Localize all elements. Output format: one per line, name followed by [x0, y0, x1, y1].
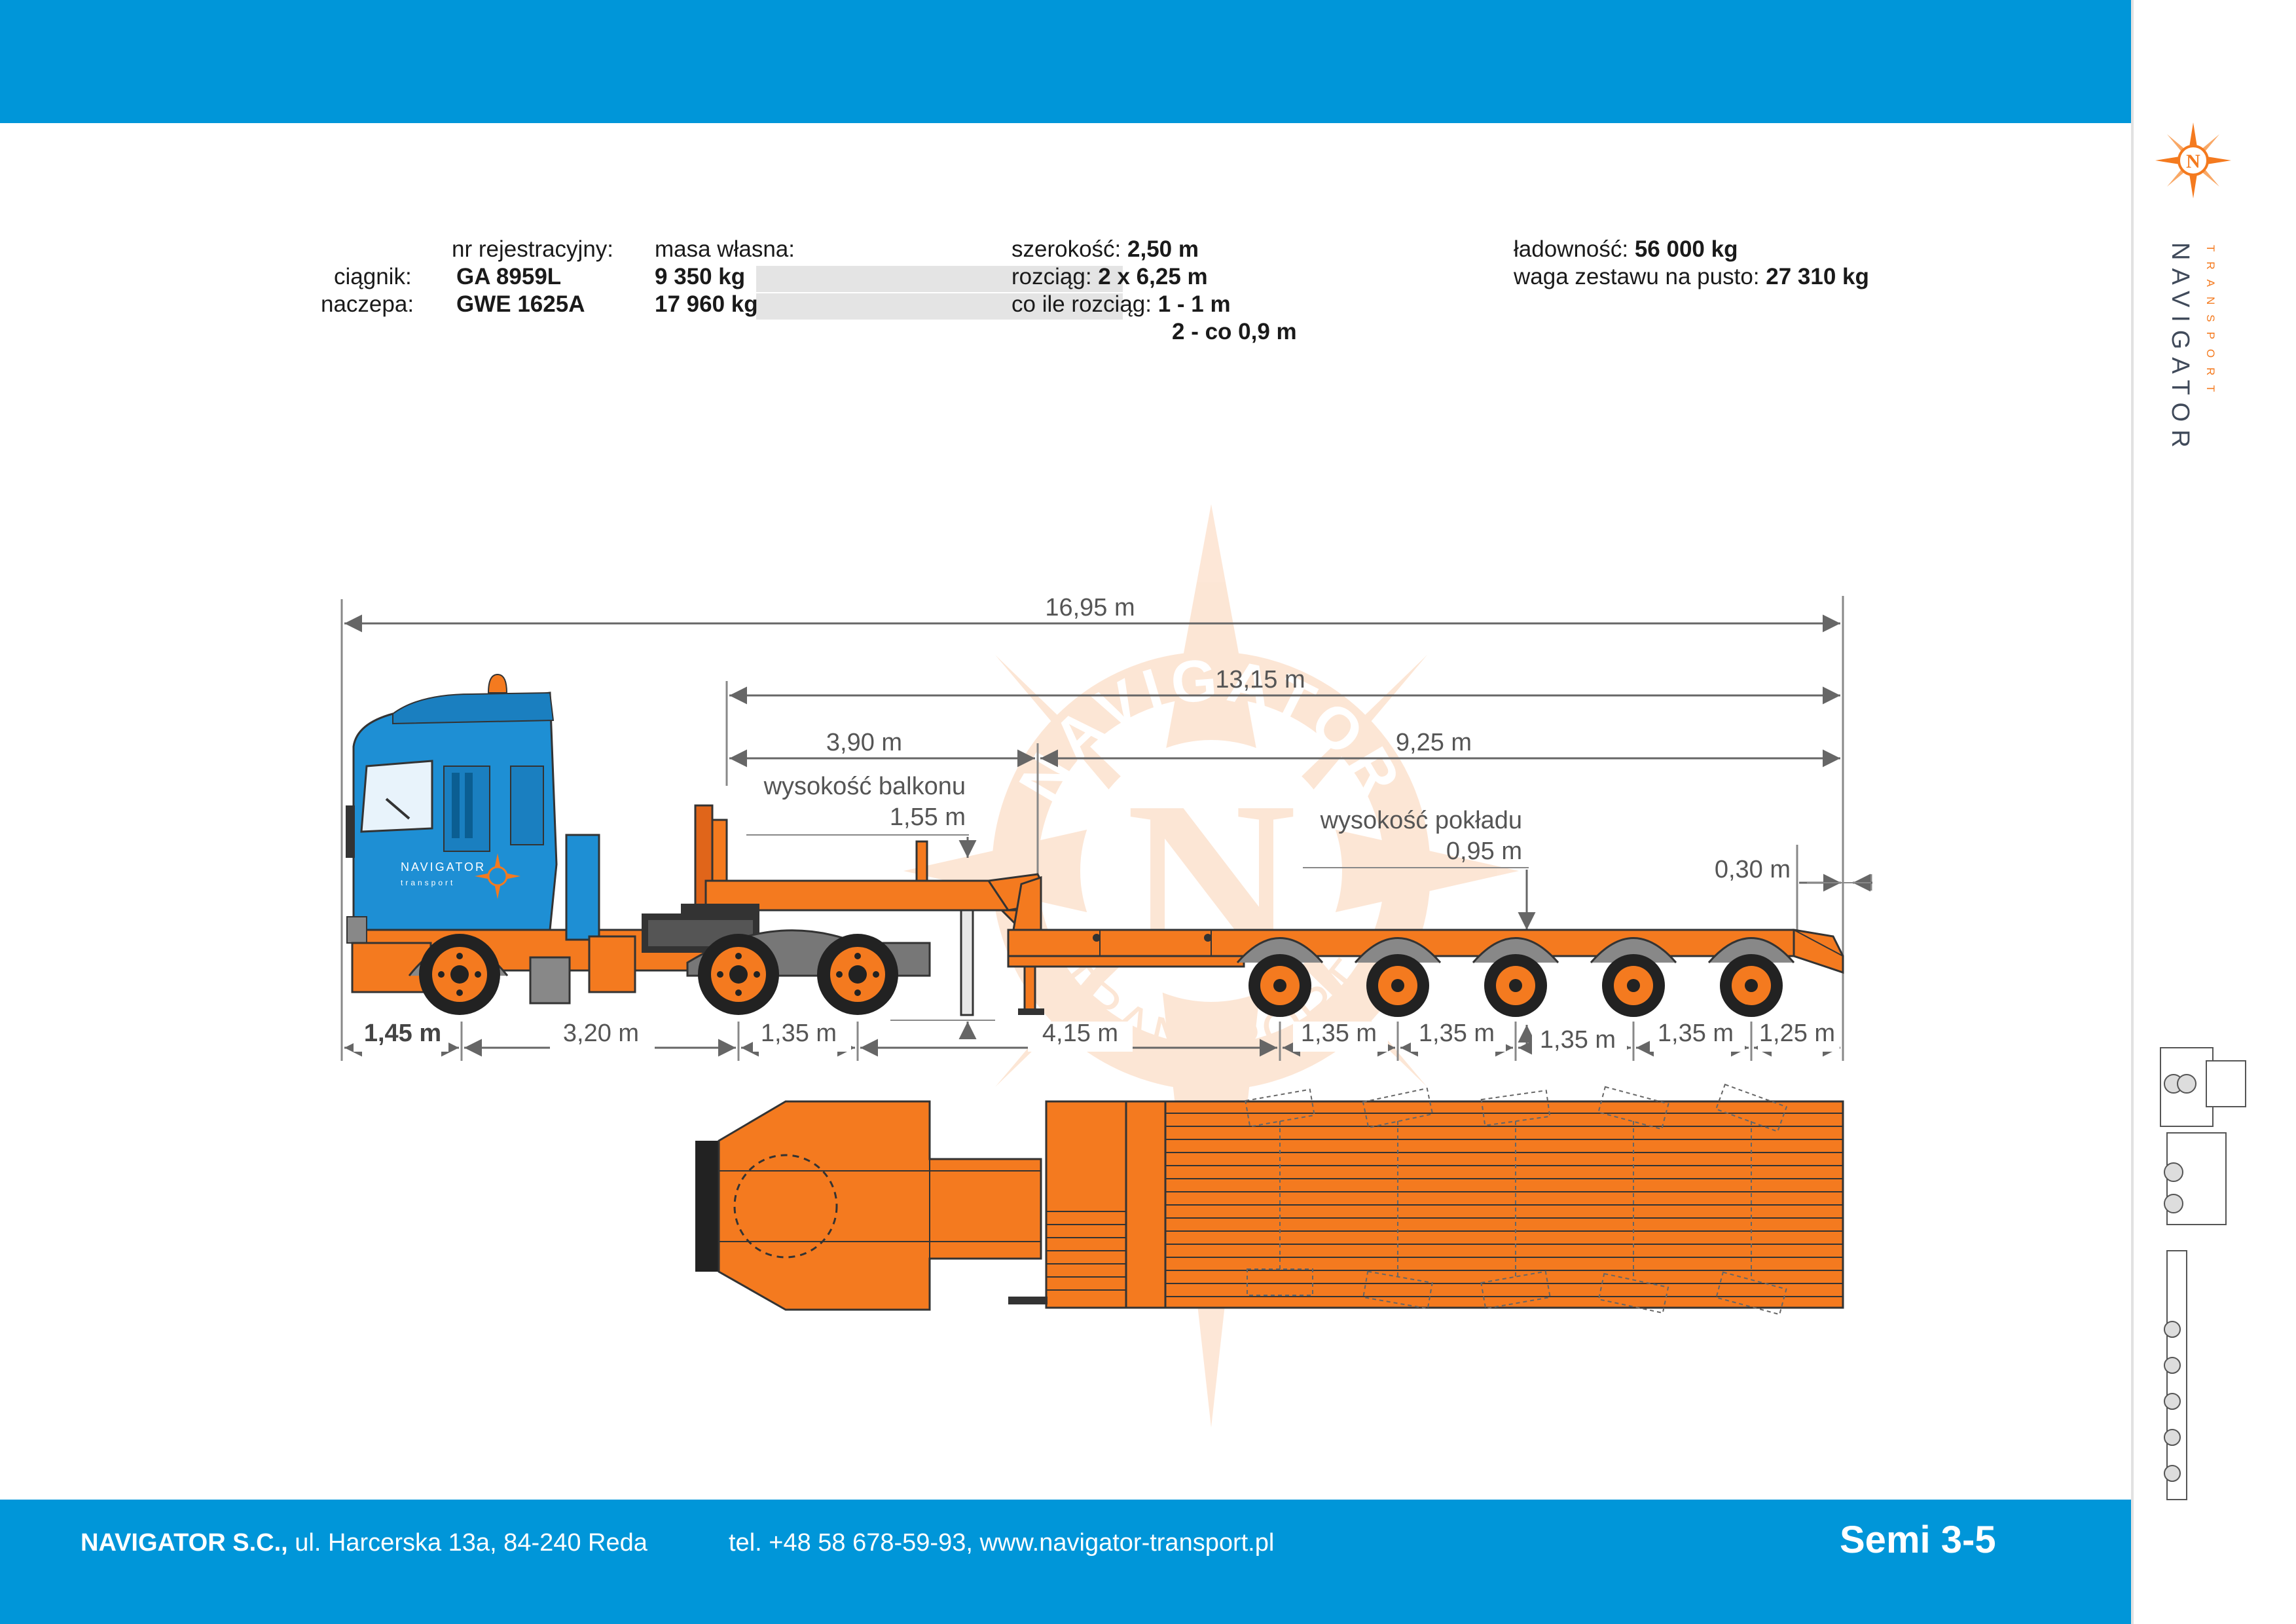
door-compass-icon — [475, 853, 520, 899]
trailer-wheels — [1248, 954, 1783, 1017]
door-brand: NAVIGATOR — [401, 860, 486, 874]
spec-width: szerokość: 2,50 m — [1011, 236, 1199, 262]
dim-gooseneck-length: 3,90 m — [826, 729, 902, 756]
tractor-mass: 9 350 kg — [655, 264, 746, 289]
top-banner — [0, 0, 2131, 123]
dim-bottom-8: 1,35 m — [1658, 1020, 1734, 1047]
dim-bottom-2: 3,20 m — [563, 1020, 639, 1047]
trailer-reg: GWE 1625A — [456, 291, 585, 317]
dim-bottom-4: 4,15 m — [1042, 1020, 1118, 1047]
door-brand-sub: transport — [401, 878, 455, 887]
compass-logo-icon: N — [2155, 122, 2231, 198]
dim-bottom-9: 1,25 m — [1759, 1020, 1835, 1047]
trailer-side-view — [694, 804, 1844, 1016]
trailer-top-view — [695, 1083, 1844, 1316]
tractor-label: ciągnik: — [334, 264, 412, 289]
dim-bottom-3: 1,35 m — [761, 1020, 837, 1047]
dim-bottom-1: 1,45 m — [364, 1020, 441, 1047]
sidebar-brand-name: NAVIGATOR — [2166, 242, 2194, 456]
spec-step-2: 2 - co 0,9 m — [1172, 319, 1297, 344]
footer-address: NAVIGATOR S.C., ul. Harcerska 13a, 84-24… — [81, 1529, 647, 1557]
trailer-label: naczepa: — [321, 291, 414, 317]
spec-step: co ile rozciąg: 1 - 1 m — [1011, 291, 1231, 317]
deck-height-value: 0,95 m — [1446, 838, 1522, 865]
balcony-height-label: wysokość balkonu — [763, 773, 966, 800]
deck-height-label: wysokość pokładu — [1320, 807, 1522, 834]
dim-deck-length: 9,25 m — [1396, 729, 1472, 756]
spec-extension: rozciąg: 2 x 6,25 m — [1011, 264, 1208, 289]
footer-contact[interactable]: tel. +48 58 678-59-93, www.navigator-tra… — [729, 1529, 1275, 1557]
footer-banner — [0, 1500, 2131, 1624]
tractor-truck: NAVIGATOR transport — [346, 673, 931, 1005]
trailer-mass: 17 960 kg — [655, 291, 758, 317]
tractor-reg: GA 8959L — [456, 264, 562, 289]
sidebar-brand: NAVIGATOR TRANSPORT — [2166, 242, 2225, 456]
sidebar-brand-sub: TRANSPORT — [2204, 245, 2217, 402]
right-sidebar — [2131, 0, 2296, 1624]
dim-total-length: 16,95 m — [1045, 594, 1135, 621]
dim-bottom-7: 1,35 m — [1540, 1026, 1616, 1054]
spec-capacity: ładowność: 56 000 kg — [1514, 236, 1738, 262]
col-mass-header: masa własna: — [655, 236, 795, 262]
footer-model: Semi 3-5 — [1840, 1519, 1996, 1561]
footer-company: NAVIGATOR S.C., — [81, 1529, 288, 1557]
dim-trailer-length: 13,15 m — [1215, 666, 1305, 693]
sidebar-thumbnail — [2160, 1047, 2246, 1500]
balcony-height-value: 1,55 m — [890, 803, 966, 831]
svg-text:N: N — [2186, 151, 2200, 172]
col-reg-header: nr rejestracyjny: — [452, 236, 614, 262]
dim-bottom-6: 1,35 m — [1419, 1020, 1495, 1047]
tractor-wheels — [419, 934, 898, 1015]
dim-rear-height: 0,30 m — [1715, 856, 1791, 883]
spec-empty-weight: waga zestawu na pusto: 27 310 kg — [1514, 264, 1869, 289]
dim-bottom-5: 1,35 m — [1301, 1020, 1377, 1047]
